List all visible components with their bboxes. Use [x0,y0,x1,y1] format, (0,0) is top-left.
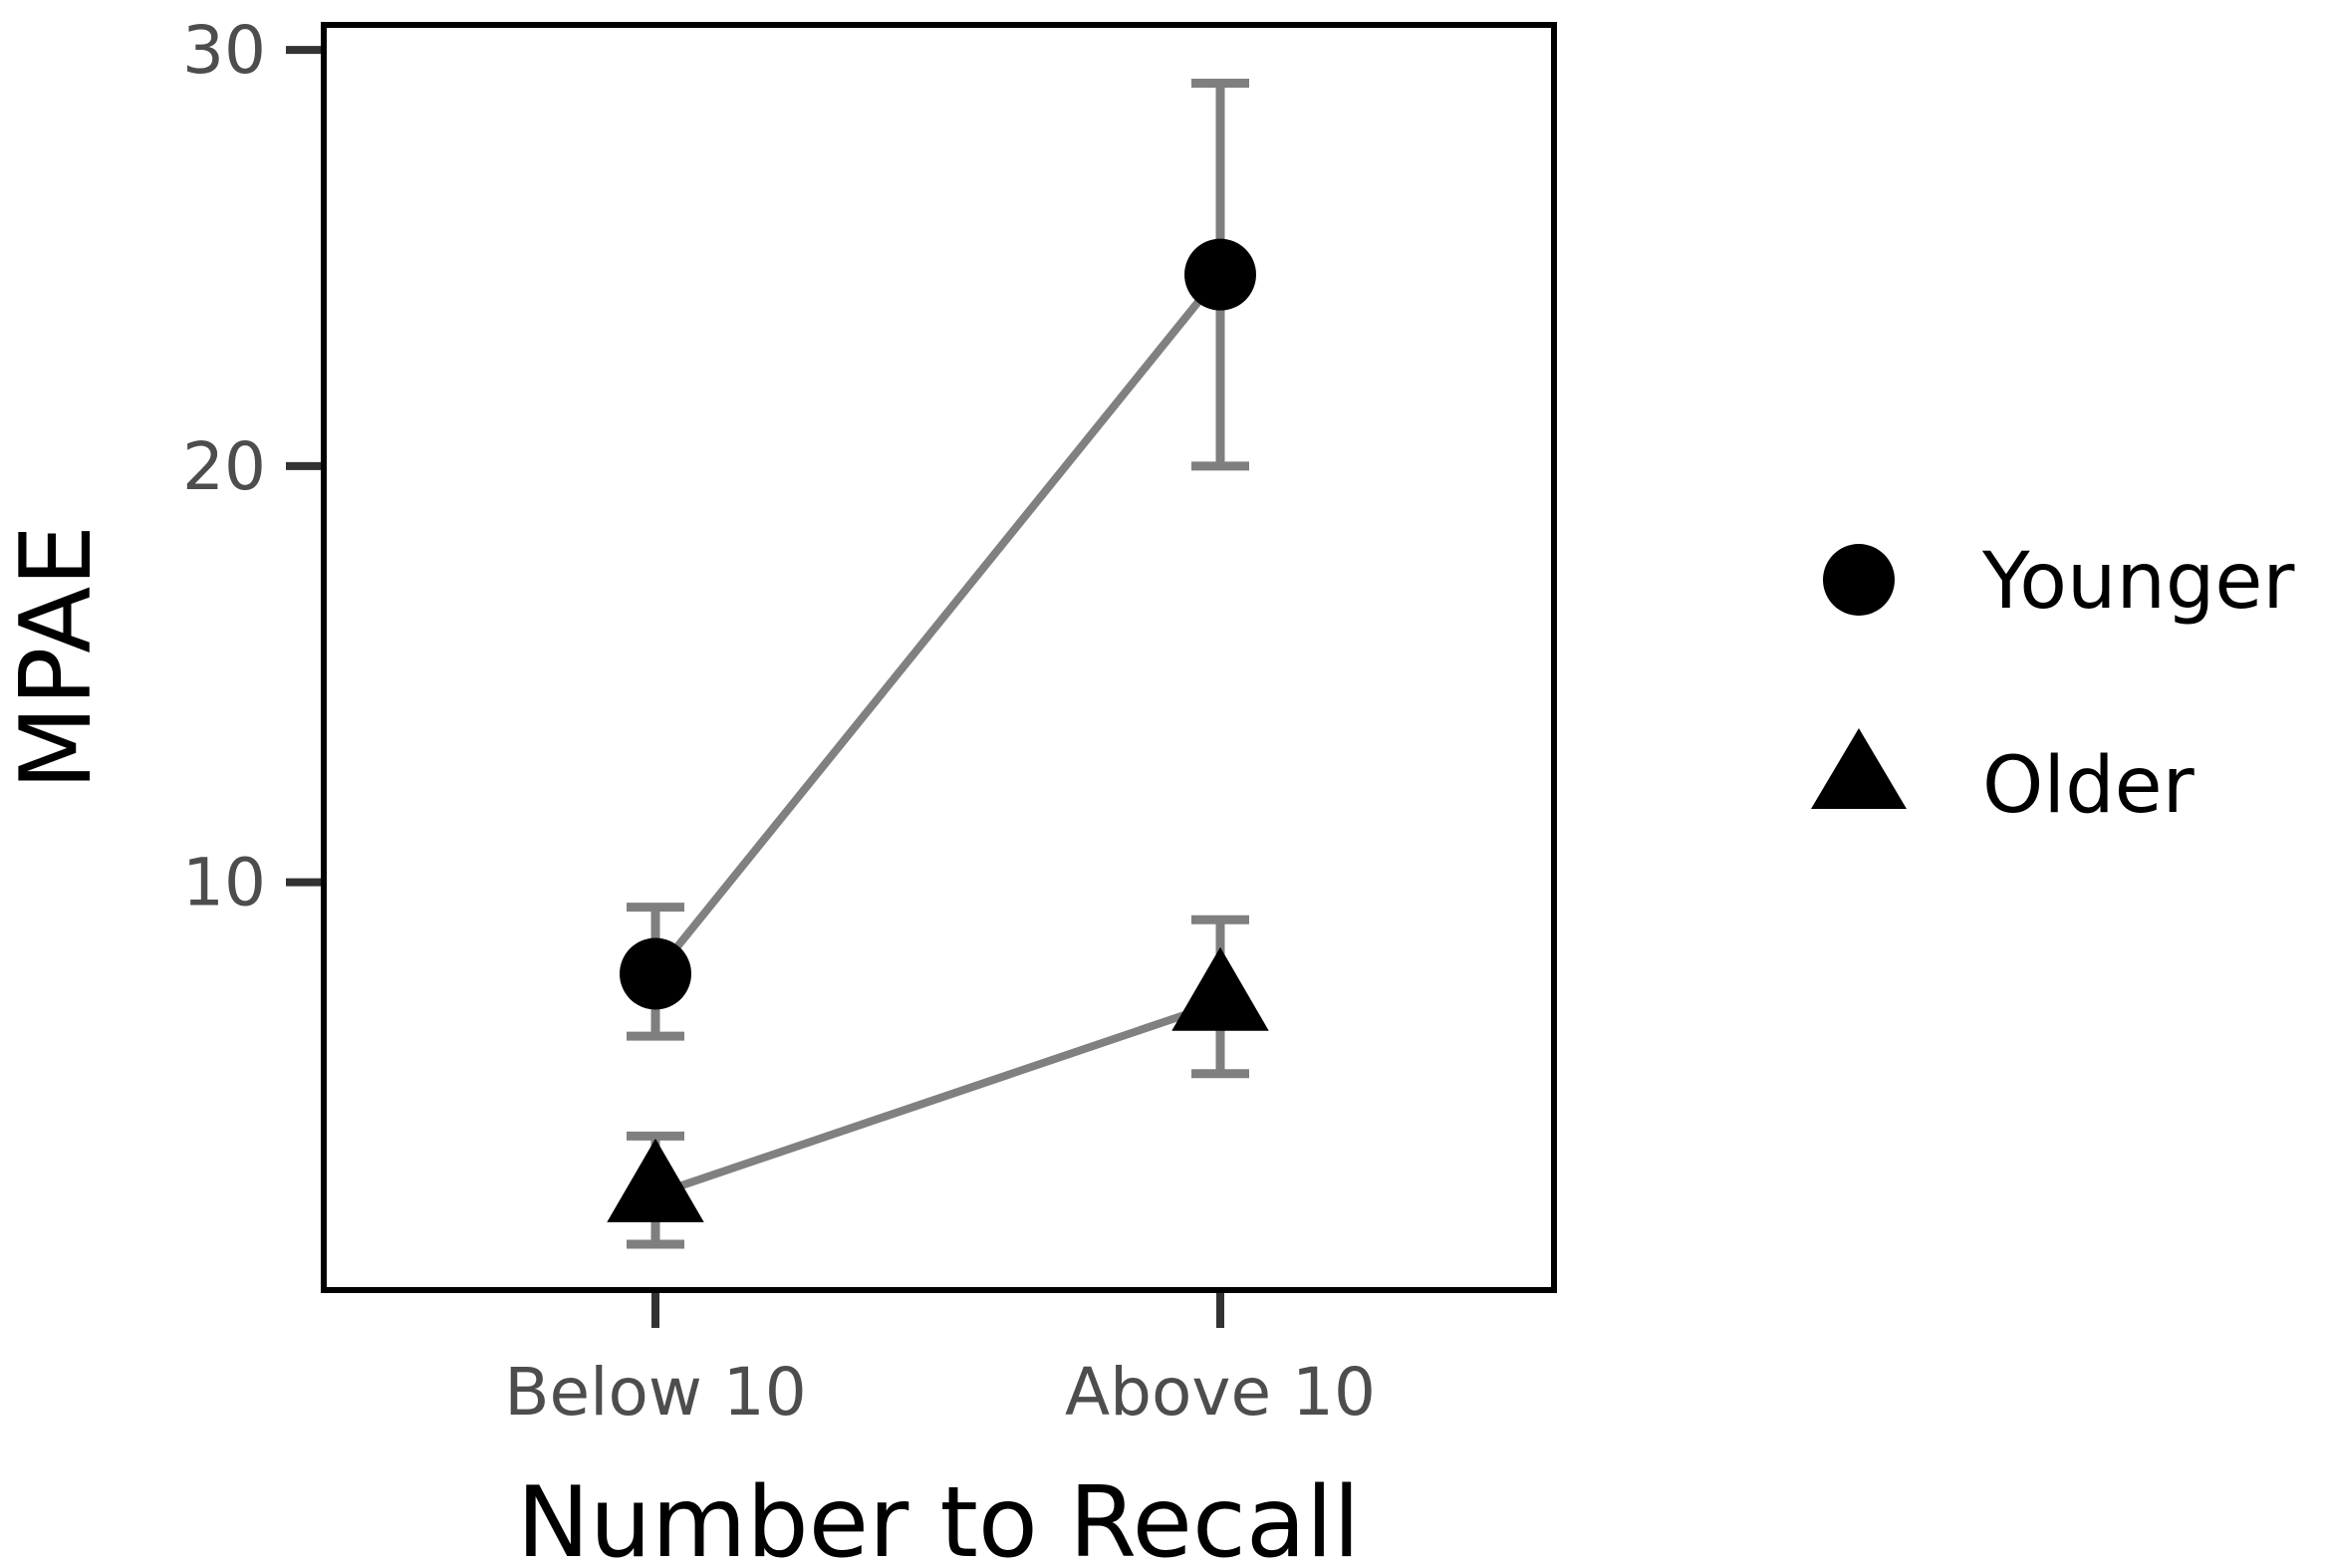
data-markers [607,238,1269,1222]
x-tick-label-below-10: Below 10 [504,1354,807,1431]
plot-frame [321,22,1557,1293]
axis-ticks [286,46,1224,1328]
y-axis-title: MPAE [0,525,114,790]
y-tick-label-10: 10 [182,845,266,921]
younger-series-line [651,272,1224,977]
younger-point-1 [620,937,691,1010]
y-tick-label-30: 30 [182,12,266,89]
legend-younger-circle-icon [1823,544,1895,616]
legend-younger-label: Younger [1981,537,2295,627]
y-tick-label-20: 20 [182,428,266,505]
older-point-1 [607,1138,704,1222]
legend-older-triangle-icon [1811,728,1907,809]
older-series-line [653,998,1222,1198]
series-lines [651,272,1224,1198]
x-axis-title: Number to Recall [517,1466,1361,1568]
x-tick-label-above-10: Above 10 [1065,1354,1376,1431]
older-point-2 [1171,946,1269,1031]
younger-point-2 [1184,238,1256,311]
legend-older-label: Older [1982,741,2196,831]
legend: Younger Older [1811,537,2295,831]
error-bars [627,78,1249,1249]
